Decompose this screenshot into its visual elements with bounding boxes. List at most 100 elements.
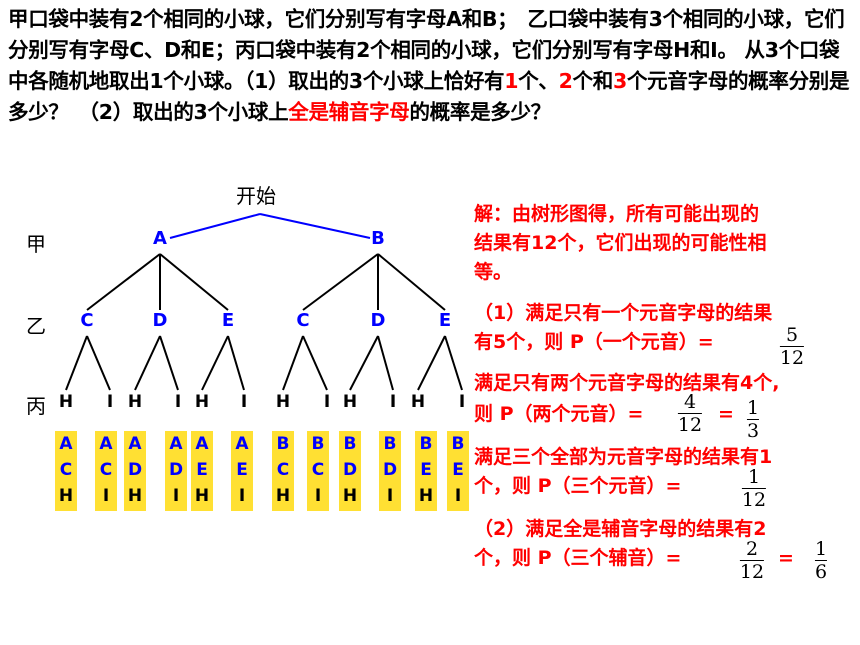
tree-branch-level-3: [227, 335, 245, 391]
outcome-letter: I: [314, 486, 322, 506]
equals-sign: =: [778, 547, 794, 569]
outcome-letter: I: [238, 486, 246, 506]
tree-start-label: 开始: [236, 184, 276, 208]
q2-line-1: 满足只有两个元音字母的结果有4个,: [474, 372, 780, 394]
outcome-letter: B: [451, 434, 465, 454]
tree-node-bag-c: I: [106, 392, 114, 412]
solution-intro-1: 解：由树形图得，所有可能出现的: [474, 203, 760, 225]
outcome-letter: E: [196, 460, 208, 480]
fraction-denominator: 12: [779, 347, 805, 369]
solution-intro-3: 等。: [474, 261, 513, 283]
tree-node-bag-c: H: [410, 392, 426, 412]
outcome-letter: H: [194, 486, 210, 506]
fraction-numerator: 5: [785, 324, 799, 346]
fraction-denominator: 6: [814, 561, 828, 583]
outcome-letter: E: [452, 460, 464, 480]
outcome-letter: A: [169, 434, 183, 454]
tree-node-bag-c: H: [275, 392, 291, 412]
tree-node-bag-c: H: [342, 392, 358, 412]
fraction-denominator: 12: [741, 489, 767, 511]
tree-branch-level-3: [417, 335, 446, 391]
tree-branch-level-2: [377, 253, 446, 311]
outcome-letter: H: [275, 486, 291, 506]
equals-sign: =: [718, 403, 734, 425]
tree-branch-start: [259, 213, 371, 239]
q4-line-2: 个，则 P（三个辅音）=: [474, 547, 682, 569]
tree-node-bag-b: D: [152, 310, 168, 331]
level-label-bing: 丙: [26, 394, 46, 418]
outcome-letter: H: [58, 486, 74, 506]
tree-branch-level-2: [86, 253, 161, 311]
level-label-yi: 乙: [26, 314, 46, 338]
outcome-letter: A: [195, 434, 209, 454]
highlight-count-2: 2: [558, 69, 573, 93]
fraction-denominator: 3: [746, 420, 760, 442]
problem-text: 个和: [572, 69, 614, 93]
q1-line-1: （1）满足只有一个元音字母的结果: [474, 302, 773, 324]
q3-line-1: 满足三个全部为元音字母的结果有1: [474, 446, 773, 468]
outcome-letter: C: [311, 460, 325, 480]
fraction-numerator: 1: [746, 397, 760, 419]
outcome-letter: E: [236, 460, 248, 480]
highlight-all-consonants: 全是辅音字母: [288, 100, 410, 124]
fraction-numerator: 1: [814, 538, 828, 560]
outcome-letter: B: [311, 434, 325, 454]
tree-branch-level-3: [349, 335, 379, 391]
tree-node-bag-b: C: [80, 310, 94, 331]
tree-node-bag-c: H: [194, 392, 210, 412]
outcome-letter: B: [276, 434, 290, 454]
highlight-count-1: 1: [504, 69, 519, 93]
outcome-letter: I: [102, 486, 110, 506]
fraction-numerator: 4: [683, 391, 697, 413]
q4-line-1: （2）满足全是辅音字母的结果有2: [474, 518, 767, 540]
fraction-numerator: 1: [747, 466, 761, 488]
outcome-letter: D: [382, 460, 398, 480]
tree-branch-level-3: [159, 335, 179, 391]
outcome-letter: D: [342, 460, 358, 480]
solution-intro-2: 结果有12个，它们出现的可能性相: [474, 232, 767, 254]
outcome-letter: B: [383, 434, 397, 454]
outcome-letter: B: [343, 434, 357, 454]
outcome-letter: D: [168, 460, 184, 480]
tree-branch-level-3: [86, 335, 111, 391]
tree-node-bag-a: A: [153, 228, 167, 249]
tree-branch-level-3: [65, 335, 88, 391]
outcome-letter: A: [235, 434, 249, 454]
problem-text: 的概率是多少？: [409, 100, 551, 124]
fraction-denominator: 12: [677, 414, 703, 436]
outcome-letter: I: [454, 486, 462, 506]
outcome-letter: A: [128, 434, 142, 454]
q3-line-2: 个，则 P（三个元音）=: [474, 475, 682, 497]
fraction-numerator: 2: [745, 538, 759, 560]
tree-node-bag-c: H: [58, 392, 74, 412]
tree-node-bag-a: B: [371, 228, 385, 249]
outcome-letter: C: [276, 460, 290, 480]
tree-node-bag-b: E: [221, 310, 235, 331]
tree-branch-level-3: [282, 335, 304, 391]
highlight-count-3: 3: [613, 69, 627, 93]
tree-branch-start: [169, 213, 261, 239]
tree-node-bag-c: I: [174, 392, 182, 412]
problem-text: 个、: [518, 69, 559, 93]
outcome-letter: I: [172, 486, 180, 506]
tree-node-bag-c: H: [127, 392, 143, 412]
fraction-denominator: 12: [739, 561, 765, 583]
tree-branch-level-3: [134, 335, 161, 391]
tree-node-bag-b: D: [370, 310, 386, 331]
